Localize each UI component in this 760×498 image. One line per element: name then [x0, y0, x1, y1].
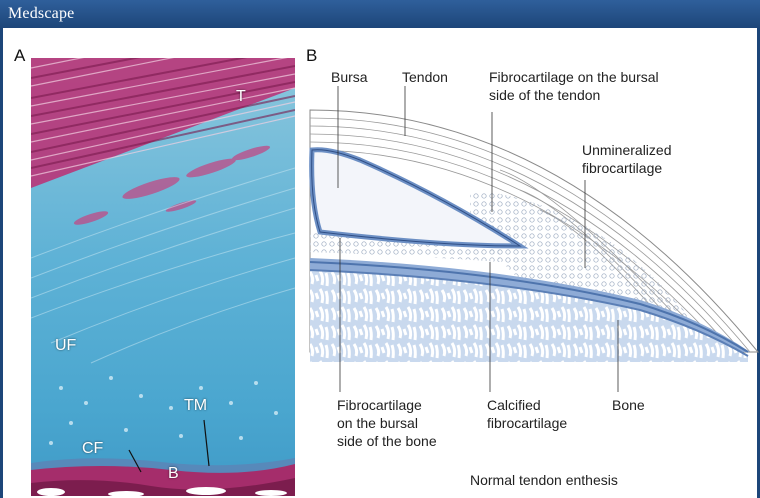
label-fibro-bursal-tendon-line1: Fibrocartilage on the bursal — [489, 68, 659, 86]
label-fibro-bursal-tendon-line2: side of the tendon — [489, 86, 600, 104]
label-calcified-line2: fibrocartilage — [487, 414, 567, 432]
label-bone: Bone — [612, 396, 645, 414]
label-fibro-bone-line1: Fibrocartilage — [337, 396, 422, 414]
figure-caption: Normal tendon enthesis — [470, 471, 618, 489]
label-bursa: Bursa — [331, 68, 368, 86]
label-calcified-line1: Calcified — [487, 396, 541, 414]
label-tendon: Tendon — [402, 68, 448, 86]
label-unmineralized-line2: fibrocartilage — [582, 159, 662, 177]
label-fibro-bone-line3: side of the bone — [337, 432, 437, 450]
label-fibro-bone-line2: on the bursal — [337, 414, 418, 432]
label-unmineralized-line1: Unmineralized — [582, 141, 671, 159]
